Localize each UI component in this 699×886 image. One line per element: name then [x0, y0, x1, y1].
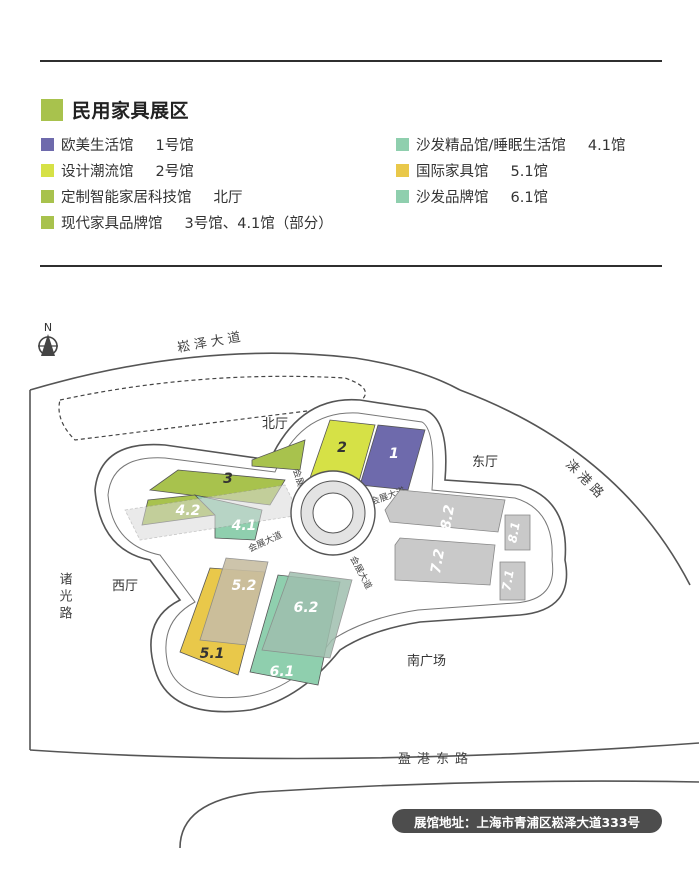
- section-color-swatch: [41, 98, 63, 121]
- legend-item-sofa-sleep: 沙发精品馆/睡眠生活馆 4.1馆: [396, 134, 625, 155]
- legend-hall: 北厅: [213, 190, 243, 206]
- middle-divider: [40, 265, 662, 267]
- legend-item-modern-brand: 现代家具品牌馆 3号馆、4.1馆（部分）: [41, 212, 333, 233]
- road-edge-north: [29, 352, 461, 391]
- legend-label: 欧美生活馆: [61, 138, 134, 154]
- lobby-label-north: 北厅: [262, 417, 288, 432]
- legend-swatch: [396, 138, 409, 151]
- legend-swatch: [396, 164, 409, 177]
- central-ring-inner: [312, 492, 354, 534]
- address-badge: 展馆地址：上海市青浦区崧泽大道333号: [392, 809, 662, 833]
- legend-swatch: [41, 138, 54, 151]
- north-lobby-building: [251, 439, 306, 471]
- lobby-label-east: 东厅: [472, 455, 498, 470]
- road-edge-south-upper: [29, 742, 699, 760]
- hall-label-7-1: 7.1: [499, 569, 516, 592]
- legend-swatch: [41, 190, 54, 203]
- hall-8-2-building: [384, 489, 506, 533]
- lobby-label-west: 西厅: [112, 579, 138, 594]
- hall-label-1: 1: [389, 446, 399, 462]
- hall-label-6-1: 6.1: [270, 664, 295, 680]
- road-label-north: 崧泽大道: [176, 329, 246, 356]
- hall-label-5-1: 5.1: [200, 646, 225, 662]
- legend-hall: 2号馆: [155, 164, 194, 180]
- road-label-east: 涞港路: [562, 457, 609, 504]
- hall-label-7-2: 7.2: [428, 548, 448, 575]
- legend-hall: 5.1馆: [510, 164, 549, 180]
- compass-north-label: N: [44, 321, 52, 334]
- top-divider: [40, 60, 662, 62]
- parking-lot-outline: [58, 375, 366, 441]
- legend-swatch: [41, 164, 54, 177]
- road-label-south: 盈港东路: [398, 751, 474, 767]
- legend-swatch: [396, 190, 409, 203]
- section-title: 民用家具展区: [72, 100, 190, 122]
- hall-label-2: 2: [337, 440, 347, 456]
- hall-label-3: 3: [223, 471, 233, 487]
- road-edge-south-lower: [179, 780, 699, 849]
- compass-rose-icon: N: [38, 321, 58, 356]
- hall-label-5-2: 5.2: [232, 578, 257, 594]
- hall-7-2-building: [394, 537, 496, 586]
- legend-item-sofa-brand: 沙发品牌馆 6.1馆: [396, 186, 548, 207]
- hall-label-6-2: 6.2: [294, 600, 319, 616]
- legend-hall: 6.1馆: [510, 190, 549, 206]
- legend-item-international: 国际家具馆 5.1馆: [396, 160, 548, 181]
- hall-label-8-2: 8.2: [438, 504, 458, 531]
- legend-label: 沙发精品馆/睡眠生活馆: [416, 138, 566, 154]
- legend-label: 定制智能家居科技馆: [61, 190, 192, 206]
- hall-label-4-2: 4.2: [175, 503, 201, 519]
- venue-map: N 崧泽大道 涞港路 诸光路 盈港东路 北厅 2 1: [29, 321, 699, 849]
- hall-7-1-building: [499, 561, 526, 601]
- legend-item-design-trend: 设计潮流馆 2号馆: [41, 160, 194, 181]
- hall-label-8-1: 8.1: [505, 521, 522, 544]
- hall-8-1-building: [504, 514, 531, 551]
- road-label-west: 诸光路: [57, 572, 73, 623]
- legend-swatch: [41, 216, 54, 229]
- legend-label: 设计潮流馆: [61, 164, 134, 180]
- hall-label-4-1: 4.1: [231, 518, 257, 534]
- legend-hall: 1号馆: [155, 138, 194, 154]
- hall-6-2-building: [261, 571, 353, 659]
- legend-label: 现代家具品牌馆: [61, 216, 163, 232]
- hall-5-2-building: [199, 557, 269, 646]
- legend-label: 国际家具馆: [416, 164, 489, 180]
- legend-item-europe-america: 欧美生活馆 1号馆: [41, 134, 194, 155]
- legend-label: 沙发品牌馆: [416, 190, 489, 206]
- legend-item-smart-home: 定制智能家居科技馆 北厅: [41, 186, 243, 207]
- venue-inner-outline: [107, 412, 554, 699]
- lobby-label-south: 南广场: [407, 653, 446, 669]
- hall-1-building: [359, 424, 426, 491]
- svg-text:诸光路: 诸光路: [57, 572, 73, 623]
- legend-hall: 4.1馆: [587, 138, 626, 154]
- road-edge-east: [459, 389, 691, 586]
- legend-hall: 3号馆、4.1馆（部分）: [184, 216, 333, 232]
- section-header: 民用家具展区: [41, 96, 189, 123]
